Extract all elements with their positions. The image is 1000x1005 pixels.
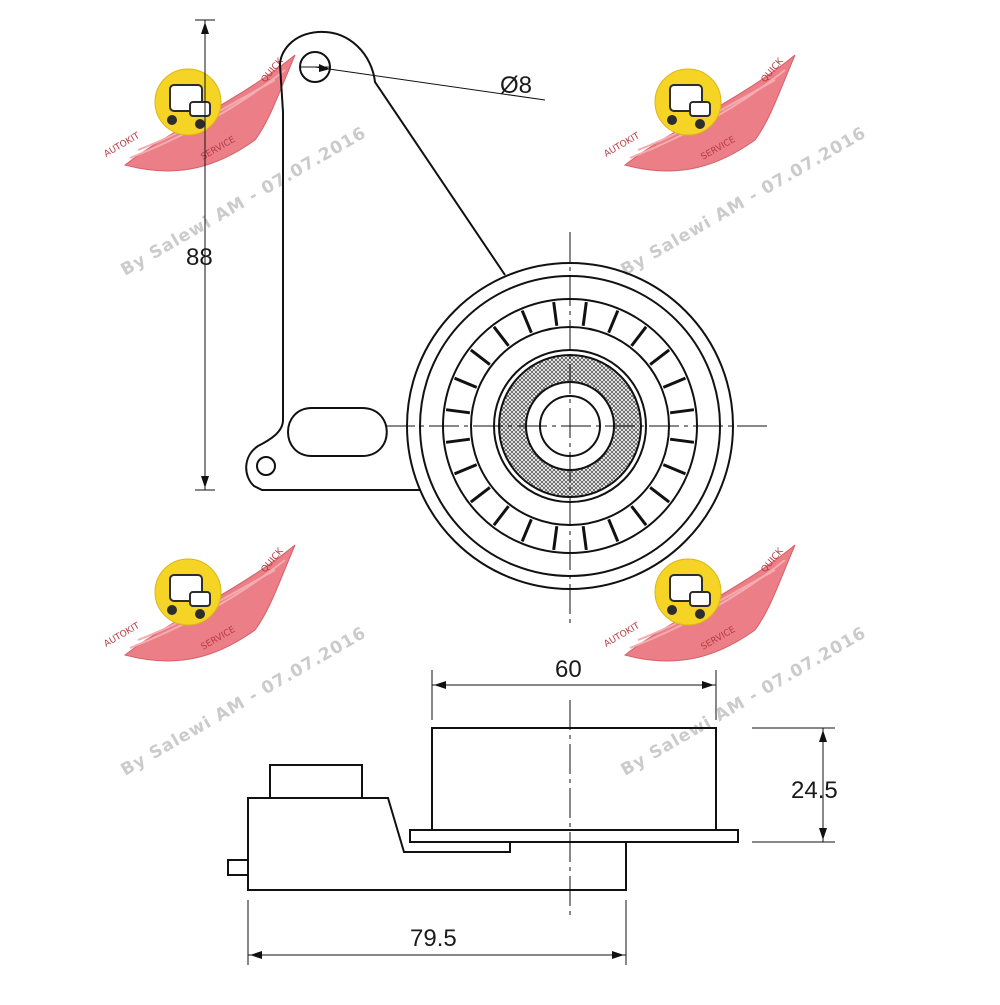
centre-lines	[385, 232, 770, 625]
roller-separator	[520, 518, 533, 543]
roller-separator	[581, 525, 588, 551]
tensioner-arm-outline	[245, 30, 506, 491]
roller-separator	[649, 348, 671, 366]
bolt-hole-diameter-label: Ø8	[500, 72, 532, 99]
roller-separator	[520, 309, 533, 334]
mounting-tab	[227, 859, 248, 876]
watermark-top-left: AUTOKIT SERVICE QUICK By Salewi AM - 07.…	[103, 54, 370, 280]
roller-separator	[662, 376, 687, 389]
roller-separator	[581, 301, 588, 327]
roller-separator	[445, 437, 471, 444]
roller-cage	[445, 301, 695, 551]
bracket-body	[247, 797, 627, 891]
roller-separator	[607, 309, 620, 334]
diameter-callout: Ø8	[314, 64, 546, 101]
roller-separator	[492, 505, 510, 527]
pulley-width-label: 60	[555, 656, 582, 683]
roller-separator	[669, 408, 695, 415]
adjustment-slot	[287, 407, 388, 457]
roller-separator	[630, 505, 648, 527]
roller-separator	[630, 325, 648, 347]
side-view	[227, 700, 739, 920]
height-dimension	[195, 19, 215, 491]
watermark-bottom-right: AUTOKIT SERVICE QUICK By Salewi AM - 07.…	[603, 544, 870, 780]
roller-separator	[607, 518, 620, 543]
roller-separator	[469, 348, 491, 366]
roller-separator	[492, 325, 510, 347]
length-dimension	[247, 900, 627, 965]
watermark-bottom-left: AUTOKIT SERVICE QUICK By Salewi AM - 07.…	[103, 544, 370, 780]
roller-separator	[469, 486, 491, 504]
base-flange	[409, 829, 739, 843]
overall-length-label: 79.5	[410, 925, 457, 952]
roller-separator	[445, 408, 471, 415]
roller-separator	[669, 437, 695, 444]
roller-separator	[552, 525, 559, 551]
roller-separator	[453, 376, 478, 389]
watermark-top-right: AUTOKIT SERVICE QUICK By Salewi AM - 07.…	[603, 54, 870, 280]
pulley-height-label: 24.5	[791, 777, 838, 804]
roller-separator	[552, 301, 559, 327]
top-view	[245, 30, 770, 625]
roller-separator	[453, 463, 478, 476]
pivot-hole	[256, 456, 276, 476]
roller-separator	[662, 463, 687, 476]
width-dimension	[431, 670, 717, 720]
overall-height-label: 88	[186, 244, 213, 271]
roller-separator	[649, 486, 671, 504]
pulley-height-dimension	[752, 727, 835, 843]
adjuster-boss	[269, 764, 363, 799]
